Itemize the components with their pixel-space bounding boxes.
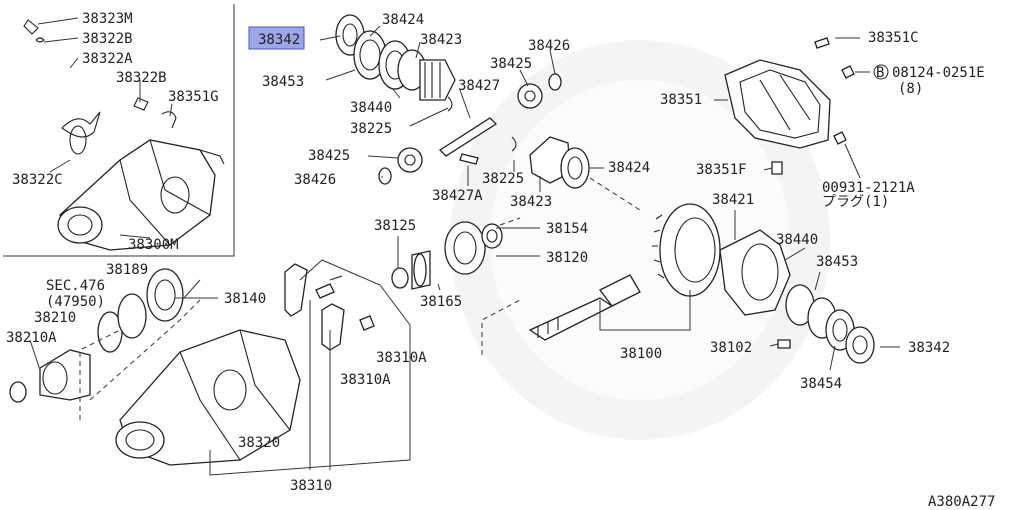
- drive-pinion-gear: [528, 274, 641, 341]
- label-38426-mid[interactable]: 38426: [294, 172, 336, 188]
- label-38300M[interactable]: 38300M: [128, 237, 179, 253]
- label-38210A[interactable]: 38210A: [6, 330, 57, 346]
- label-38351F[interactable]: 38351F: [696, 162, 747, 178]
- label-38189[interactable]: 38189: [106, 262, 148, 278]
- label-sec476[interactable]: SEC.476: [46, 278, 105, 294]
- bolt-symbol-letter: B: [876, 65, 884, 81]
- label-38426-top[interactable]: 38426: [528, 38, 570, 54]
- label-leader-lines: [29, 25, 900, 371]
- label-38100[interactable]: 38100: [620, 346, 662, 362]
- side-gear-upper: [397, 49, 456, 101]
- label-00931-2121A[interactable]: 00931-2121A: [822, 180, 915, 196]
- assembly-guide-lines: [79, 177, 641, 420]
- label-38322A[interactable]: 38322A: [82, 51, 133, 67]
- ring-gear: [652, 203, 721, 297]
- inset-leader-lines: [37, 17, 173, 239]
- label-38310A-mid[interactable]: 38310A: [340, 372, 391, 388]
- label-38351[interactable]: 38351: [660, 92, 702, 108]
- label-38342-right[interactable]: 38342: [908, 340, 950, 356]
- label-38425-mid[interactable]: 38425: [308, 148, 350, 164]
- label-38154[interactable]: 38154: [546, 221, 588, 237]
- label-38427A[interactable]: 38427A: [432, 188, 483, 204]
- label-38310A-top[interactable]: 38310A: [376, 350, 427, 366]
- label-38427[interactable]: 38427: [458, 78, 500, 94]
- breather-hose-assembly: [23, 19, 177, 155]
- label-38120[interactable]: 38120: [546, 250, 588, 266]
- label-38165[interactable]: 38165: [420, 294, 462, 310]
- label-38322B-mid[interactable]: 38322B: [116, 70, 167, 86]
- label-sec476-ref: (47950): [46, 294, 105, 310]
- label-38225-top[interactable]: 38225: [350, 121, 392, 137]
- label-38322C[interactable]: 38322C: [12, 172, 63, 188]
- label-38453-mid[interactable]: 38453: [816, 254, 858, 270]
- label-38440-mid[interactable]: 38440: [776, 232, 818, 248]
- label-08124-qty: (8): [898, 81, 923, 97]
- part-labels: 38323M 38322B 38322A 38322B 38351G 38322…: [6, 11, 995, 510]
- group-brackets: [183, 259, 691, 476]
- bolt-symbol-circle: [873, 64, 889, 80]
- label-38342-top[interactable]: 38342: [258, 32, 300, 48]
- label-38310[interactable]: 38310: [290, 478, 332, 494]
- label-38423-mid[interactable]: 38423: [510, 194, 552, 210]
- label-38421[interactable]: 38421: [712, 192, 754, 208]
- label-38351C[interactable]: 38351C: [868, 30, 919, 46]
- label-38424-top[interactable]: 38424: [382, 12, 424, 28]
- label-38425-top[interactable]: 38425: [490, 56, 532, 72]
- label-38323M[interactable]: 38323M: [82, 11, 133, 27]
- rear-cover: [724, 37, 855, 175]
- highlight-box: [248, 26, 305, 50]
- label-38102[interactable]: 38102: [710, 340, 752, 356]
- differential-carrier-housing: [115, 329, 301, 466]
- label-38454[interactable]: 38454: [800, 376, 842, 392]
- label-08124-0251E[interactable]: 08124-0251E: [892, 65, 985, 81]
- mounting-member: [284, 263, 375, 351]
- label-38210[interactable]: 38210: [34, 310, 76, 326]
- pinion-mate-gears: [378, 73, 562, 185]
- label-plug-note: プラグ(1): [822, 194, 889, 210]
- label-38140[interactable]: 38140: [224, 291, 266, 307]
- side-gear-lower: [529, 136, 590, 189]
- label-38351G[interactable]: 38351G: [168, 89, 219, 105]
- label-38440-top[interactable]: 38440: [350, 100, 392, 116]
- label-38322B-top[interactable]: 38322B: [82, 31, 133, 47]
- label-38125[interactable]: 38125: [374, 218, 416, 234]
- label-38423-top[interactable]: 38423: [420, 32, 462, 48]
- label-38225-mid[interactable]: 38225: [482, 171, 524, 187]
- drive-pinion-bearing-set: [391, 221, 503, 290]
- label-38424-mid[interactable]: 38424: [608, 160, 650, 176]
- differential-case: [719, 229, 875, 364]
- label-38453-top[interactable]: 38453: [262, 74, 304, 90]
- diagram-id: A380A277: [928, 494, 995, 510]
- label-38320[interactable]: 38320: [238, 435, 280, 451]
- companion-flange-assembly: [9, 268, 184, 403]
- inset-box: [3, 4, 235, 257]
- rear-differential-housing-inset: [57, 139, 225, 251]
